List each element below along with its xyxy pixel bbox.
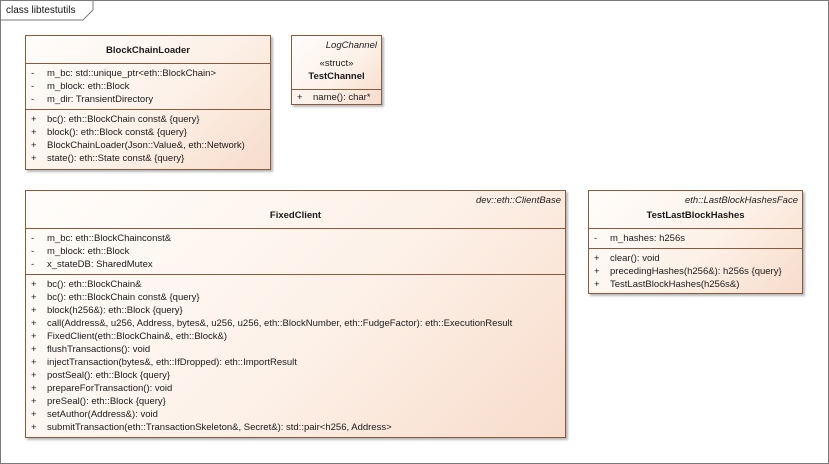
class-parent-name: eth::LastBlockHashesFace bbox=[684, 195, 798, 206]
class-header: eth::LastBlockHashesFace TestLastBlockHa… bbox=[589, 191, 802, 229]
attribute-row[interactable]: -m_bc: std::unique_ptr<eth::BlockChain> bbox=[31, 68, 216, 79]
operation-row[interactable]: +name(): char* bbox=[297, 92, 371, 103]
attribute-row[interactable]: -m_bc: eth::BlockChainconst& bbox=[31, 233, 172, 244]
operation-row[interactable]: +prepareForTransaction(): void bbox=[31, 383, 173, 394]
attribute-row[interactable]: -m_block: eth::Block bbox=[31, 246, 130, 257]
operation-row[interactable]: +clear(): void bbox=[594, 253, 660, 264]
class-testchannel[interactable]: LogChannel «struct» TestChannel +name():… bbox=[291, 35, 382, 105]
attributes-compartment: -m_hashes: h256s bbox=[589, 229, 802, 249]
class-name: BlockChainLoader bbox=[106, 45, 190, 56]
operation-row[interactable]: +injectTransaction(bytes&, eth::IfDroppe… bbox=[31, 357, 297, 368]
operations-compartment: +bc(): eth::BlockChain const& {query} +b… bbox=[26, 110, 270, 168]
operation-row[interactable]: +flushTransactions(): void bbox=[31, 344, 151, 355]
operation-row[interactable]: +bc(): eth::BlockChain& bbox=[31, 279, 142, 290]
operation-row[interactable]: +postSeal(): eth::Block {query} bbox=[31, 370, 171, 381]
operations-compartment: +clear(): void +precedingHashes(h256&): … bbox=[589, 249, 802, 294]
class-fixedclient[interactable]: dev::eth::ClientBase FixedClient -m_bc: … bbox=[25, 190, 566, 438]
class-name: TestChannel bbox=[308, 71, 365, 82]
operation-row[interactable]: +state(): eth::State const& {query} bbox=[31, 153, 185, 164]
class-header: LogChannel «struct» TestChannel bbox=[292, 36, 381, 90]
frame-tab-outline bbox=[1, 1, 94, 21]
operation-row[interactable]: +preSeal(): eth::Block {query} bbox=[31, 396, 166, 407]
operation-row[interactable]: +bc(): eth::BlockChain const& {query} bbox=[31, 114, 200, 125]
class-parent-name: dev::eth::ClientBase bbox=[475, 195, 561, 206]
operation-row[interactable]: +FixedClient(eth::BlockChain&, eth::Bloc… bbox=[31, 331, 228, 342]
attributes-compartment: -m_bc: std::unique_ptr<eth::BlockChain> … bbox=[26, 64, 270, 110]
class-name: TestLastBlockHashes bbox=[646, 210, 745, 221]
operation-row[interactable]: +bc(): eth::BlockChain const& {query} bbox=[31, 292, 200, 303]
operation-row[interactable]: +submitTransaction(eth::TransactionSkele… bbox=[31, 422, 392, 433]
operation-row[interactable]: +block(): eth::Block const& {query} bbox=[31, 127, 187, 138]
attribute-row[interactable]: -m_dir: TransientDirectory bbox=[31, 94, 154, 105]
attributes-compartment: -m_bc: eth::BlockChainconst& -m_block: e… bbox=[26, 229, 565, 275]
class-header: BlockChainLoader bbox=[26, 36, 270, 64]
attribute-row[interactable]: -m_block: eth::Block bbox=[31, 81, 130, 92]
frame-title: class libtestutils bbox=[6, 5, 76, 16]
class-blockchainloader[interactable]: BlockChainLoader -m_bc: std::unique_ptr<… bbox=[25, 35, 271, 170]
operations-compartment: +bc(): eth::BlockChain& +bc(): eth::Bloc… bbox=[26, 275, 565, 437]
operation-row[interactable]: +TestLastBlockHashes(h256s&) bbox=[594, 279, 740, 290]
operations-compartment: +name(): char* bbox=[292, 90, 381, 107]
operation-row[interactable]: +setAuthor(Address&): void bbox=[31, 409, 158, 420]
frame-title-tab[interactable]: class libtestutils bbox=[1, 1, 94, 21]
class-name: FixedClient bbox=[269, 210, 322, 221]
operation-row[interactable]: +block(h256&): eth::Block {query} bbox=[31, 305, 183, 316]
class-stereotype: «struct» bbox=[319, 58, 354, 69]
operation-row[interactable]: +precedingHashes(h256&): h256s {query} bbox=[594, 266, 782, 277]
class-testlastblockhashes[interactable]: eth::LastBlockHashesFace TestLastBlockHa… bbox=[588, 190, 803, 294]
operation-row[interactable]: +BlockChainLoader(Json::Value&, eth::Net… bbox=[31, 140, 245, 151]
class-parent-name: LogChannel bbox=[325, 40, 377, 51]
attribute-row[interactable]: -m_hashes: h256s bbox=[594, 233, 685, 244]
operation-row[interactable]: +call(Address&, u256, Address, bytes&, u… bbox=[31, 318, 513, 329]
attribute-row[interactable]: -x_stateDB: SharedMutex bbox=[31, 259, 153, 270]
class-header: dev::eth::ClientBase FixedClient bbox=[26, 191, 565, 229]
